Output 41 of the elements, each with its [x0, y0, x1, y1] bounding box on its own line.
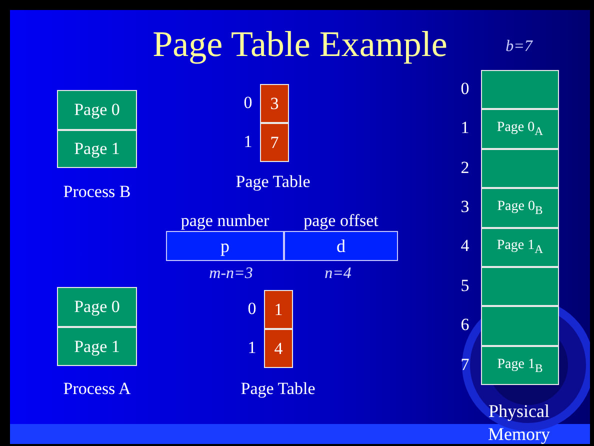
page-table-entry: 1	[264, 290, 293, 329]
title: Page Table Example	[152, 25, 448, 65]
address-field: d	[284, 231, 398, 261]
entry-index: 0	[244, 94, 252, 112]
entry-index: 1	[248, 338, 256, 358]
table-caption: Page Table	[240, 380, 316, 399]
address-field: p	[166, 231, 284, 261]
frame-number: 1	[460, 119, 470, 138]
entry-index: 0	[248, 300, 256, 318]
process-caption: Process B	[63, 183, 131, 202]
page-box: Page 1	[57, 130, 137, 168]
parameter-label: b=7	[506, 38, 532, 56]
memory-frame	[481, 267, 559, 306]
frame-number: 3	[460, 198, 470, 217]
memory-frame: Page 1$_{B}$	[481, 346, 559, 386]
memory-frame	[481, 70, 559, 110]
frame-number: 2	[460, 158, 470, 178]
frame-number: 6	[460, 316, 470, 335]
frame-number: 5	[460, 276, 470, 296]
page-table-entry: 4	[264, 329, 293, 368]
page-box: Page 0	[57, 287, 137, 327]
entry-index: 1	[244, 132, 252, 152]
frame-number: 4	[460, 237, 470, 256]
page-table-entry: 3	[260, 84, 289, 123]
process-caption: Process A	[63, 380, 131, 399]
field-heading: page offset	[302, 212, 380, 230]
memory-frame: Page 0$_{A}$	[481, 109, 559, 149]
memory-frame	[481, 148, 559, 188]
field-heading: page number	[180, 212, 270, 230]
bit-count-label: n=4	[324, 265, 352, 283]
memory-frame	[481, 306, 559, 346]
page-box: Page 1	[57, 327, 137, 366]
bit-count-label: m-n=3	[209, 265, 253, 283]
frame-number: 0	[460, 80, 470, 98]
page-box: Page 0	[57, 90, 137, 130]
table-caption: Page Table	[236, 173, 310, 192]
memory-caption: Physical Memory	[487, 400, 551, 444]
memory-frame: Page 0$_{B}$	[481, 188, 559, 228]
page-table-entry: 7	[260, 123, 289, 162]
memory-frame: Page 1$_{A}$	[481, 228, 559, 267]
frame-number: 7	[460, 356, 470, 374]
